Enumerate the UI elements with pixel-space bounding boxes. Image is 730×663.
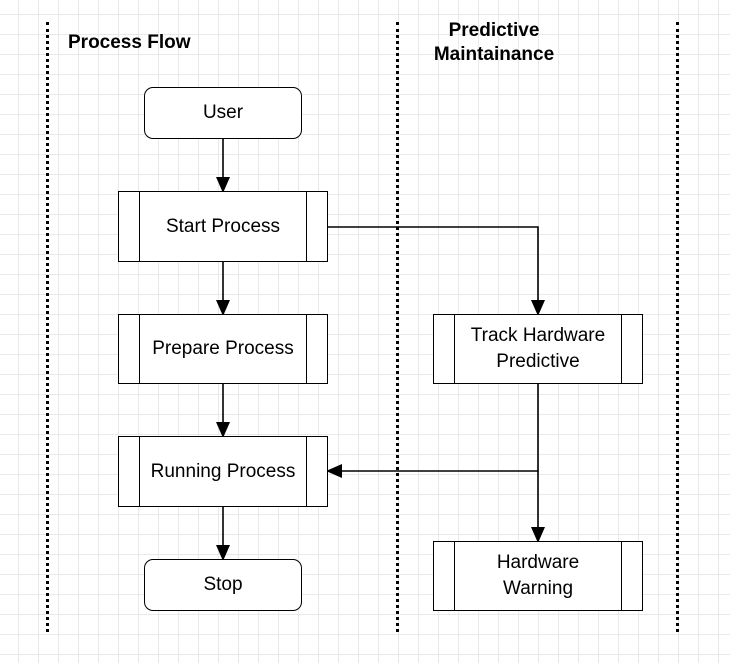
lane-divider-right	[676, 22, 679, 632]
node-stop[interactable]: Stop	[144, 559, 302, 611]
node-prepare-process[interactable]: Prepare Process	[118, 314, 328, 384]
node-running-process[interactable]: Running Process	[118, 436, 328, 507]
node-track-hardware-predictive[interactable]: Track Hardware Predictive	[433, 314, 643, 384]
lane-title-predictive-maintainance: Predictive Maintainance	[433, 20, 555, 65]
node-user[interactable]: User	[144, 87, 302, 139]
edge-track-to-running	[326, 384, 539, 478]
lane-title-process-flow: Process Flow	[68, 32, 191, 53]
node-start-process[interactable]: Start Process	[118, 191, 328, 262]
node-hardware-warning[interactable]: Hardware Warning	[433, 541, 643, 611]
lane-divider-left	[46, 22, 49, 632]
lane-divider-middle	[396, 22, 399, 632]
edge-start-to-track	[328, 226, 545, 316]
